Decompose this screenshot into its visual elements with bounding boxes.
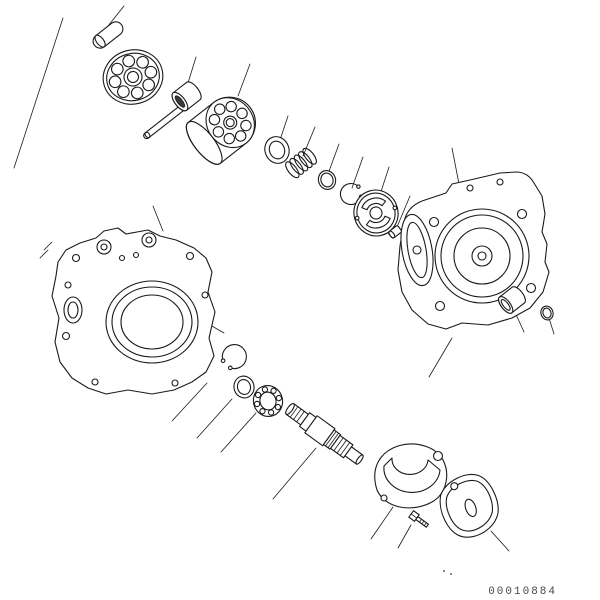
ring — [317, 170, 337, 190]
bolt — [408, 510, 429, 528]
bushing — [498, 286, 526, 314]
front-case — [39, 227, 216, 395]
retainer-plate — [102, 49, 164, 105]
drive-shaft — [285, 402, 364, 465]
small-ring — [540, 305, 554, 321]
snap-ring-2 — [220, 344, 247, 371]
collar — [171, 81, 202, 112]
end-cover — [439, 473, 499, 538]
drawing-number: 00010884 — [488, 586, 557, 598]
bearing — [252, 385, 284, 417]
rod — [143, 104, 185, 140]
washer-2 — [233, 375, 255, 399]
washer — [264, 136, 290, 164]
valve-plate — [353, 189, 399, 237]
rear-case — [397, 171, 550, 330]
swash-plate — [374, 443, 448, 509]
cylinder-block — [185, 96, 256, 165]
plug — [388, 225, 402, 239]
spring — [285, 147, 317, 179]
pin — [92, 21, 124, 49]
speck-dots — [443, 570, 452, 575]
